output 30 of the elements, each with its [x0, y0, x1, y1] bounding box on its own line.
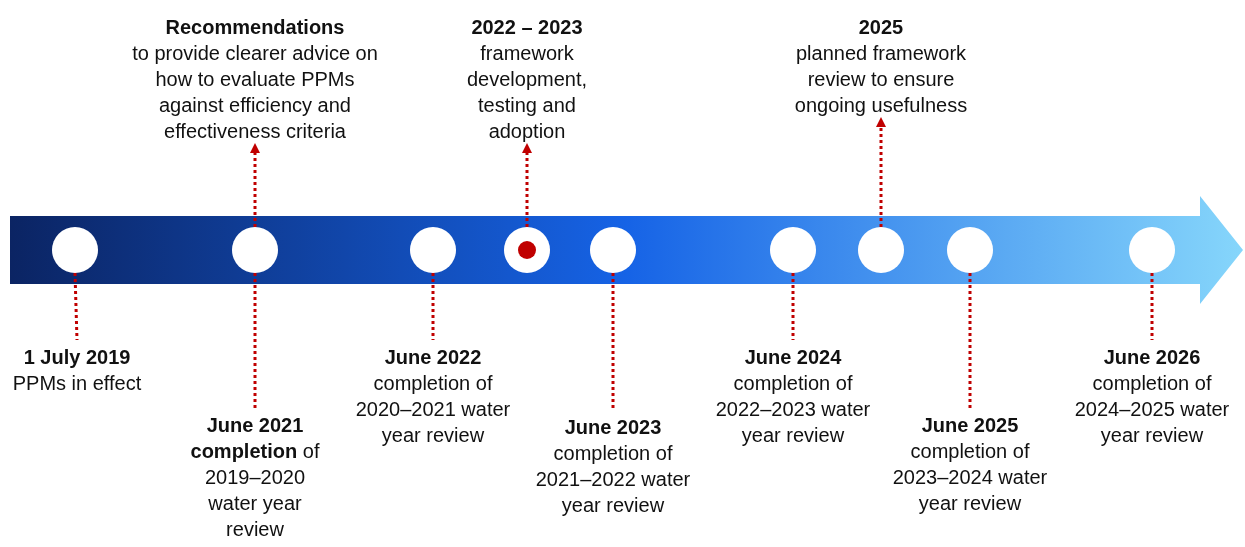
milestone-description: completion of 2020–2021 water year review: [354, 371, 512, 448]
milestone-date: 1 July 2019: [22, 345, 132, 370]
milestone-date: June 2024: [743, 345, 843, 370]
arrow: [876, 117, 886, 227]
leader-line: [1150, 273, 1154, 340]
milestone-date: June 2026: [1102, 345, 1202, 370]
milestone-date: June 2021: [205, 413, 305, 438]
milestone-date: June 2025: [920, 413, 1020, 438]
milestone-date: 2022 – 2023: [470, 15, 584, 40]
milestone-date: June 2023: [563, 415, 663, 440]
milestone-date: 2025: [857, 15, 905, 40]
milestone-description: framework development, testing and adoption: [465, 41, 589, 144]
milestone-description: completion of 2022–2023 water year review: [714, 371, 872, 448]
leader-line: [968, 273, 972, 408]
milestone-description: completion of 2019–2020 water year review: [189, 439, 321, 542]
milestone-date: June 2022: [383, 345, 483, 370]
arrow: [522, 143, 532, 227]
leader-line: [791, 273, 795, 340]
leader-line: [73, 272, 79, 341]
leader-line: [253, 273, 257, 408]
milestone-description: PPMs in effect: [12, 371, 142, 396]
arrow: [250, 143, 260, 227]
milestone-description: planned framework review to ensure ongoing usefulness: [793, 41, 969, 118]
leader-line: [611, 273, 615, 410]
leader-line: [431, 273, 435, 340]
milestone-description: to provide clearer advice on how to evaluate PPMs against efficiency and effectiveness criteria: [131, 41, 379, 144]
milestone-description: completion of 2023–2024 water year review: [891, 439, 1049, 516]
milestone-date: Recommendations: [164, 15, 346, 40]
milestone-description: completion of 2024–2025 water year review: [1073, 371, 1231, 448]
milestone-description: completion of 2021–2022 water year review: [534, 441, 692, 518]
